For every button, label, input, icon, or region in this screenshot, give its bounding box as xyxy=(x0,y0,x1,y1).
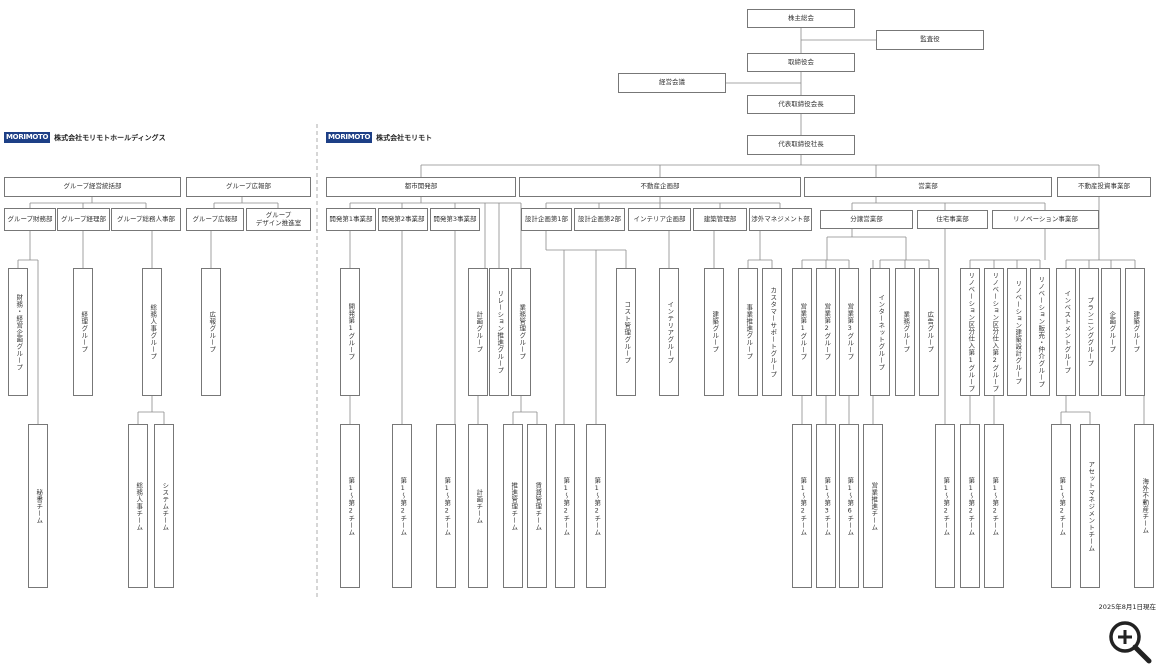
node-accounting-group: 経理グループ xyxy=(73,268,93,396)
node-sales3-teams: 第1～第6チーム xyxy=(839,424,859,588)
node-investment-group: インベストメントグループ xyxy=(1056,268,1076,396)
zoom-in-button[interactable] xyxy=(1106,618,1154,666)
zoom-in-icon xyxy=(1109,621,1152,664)
node-sales2-teams: 第1～第3チーム xyxy=(816,424,836,588)
node-building-group: 建築グループ xyxy=(704,268,724,396)
node-group-accounting-dept: グループ経理部 xyxy=(57,208,110,231)
node-president: 代表取締役社長 xyxy=(747,135,855,155)
node-design-planning2-dept: 設計企画第2部 xyxy=(574,208,625,231)
node-condo-sales-dept: 分譲営業部 xyxy=(820,210,913,229)
node-lease-management-team: 賃貸管理チーム xyxy=(527,424,547,588)
node-ga-hr-group: 総務人事グループ xyxy=(142,268,162,396)
node-renovation1-teams: 第1～第2チーム xyxy=(960,424,980,588)
as-of-date: 2025年8月1日現在 xyxy=(1098,603,1156,611)
node-renovation-purchase1-group: リノベーション区分仕入第1グループ xyxy=(960,268,980,396)
node-interior-planning-dept: インテリア企画部 xyxy=(628,208,691,231)
node-dev1-dept: 開発第1事業部 xyxy=(326,208,376,231)
node-planning-group: 計画グループ xyxy=(468,268,488,396)
node-real-estate-planning-division: 不動産企画部 xyxy=(519,177,801,197)
node-promotion-management-team: 推進管理チーム xyxy=(503,424,523,588)
node-group-pr-division: グループ広報部 xyxy=(186,177,311,197)
node-renovation-design-group: リノベーション建築設計グループ xyxy=(1007,268,1027,396)
node-housing-business-dept: 住宅事業部 xyxy=(917,210,988,229)
node-real-estate-investment-division: 不動産投資事業部 xyxy=(1057,177,1151,197)
node-renovation-sales-group: リノベーション販売・仲介グループ xyxy=(1030,268,1050,396)
node-relation-promotion-group: リレーション推進グループ xyxy=(489,268,509,396)
node-business-management-group: 業務管理グループ xyxy=(511,268,531,396)
node-kikaku-group: 企画グループ xyxy=(1101,268,1121,396)
node-cost-management-group: コスト管理グループ xyxy=(616,268,636,396)
node-housing-teams: 第1～第2チーム xyxy=(935,424,955,588)
node-design-planning1-dept: 設計企画第1部 xyxy=(521,208,572,231)
node-renovation-business-dept: リノベーション事業部 xyxy=(992,210,1099,229)
node-planning-team: 計画チーム xyxy=(468,424,488,588)
morimoto-logo-mark: MORIMOTO xyxy=(326,132,373,143)
node-internet-group: インターネットグループ xyxy=(870,268,890,396)
node-operations-group: 業務グループ xyxy=(895,268,915,396)
node-group-pr-dept: グループ広報部 xyxy=(186,208,244,231)
node-board: 取締役会 xyxy=(747,53,855,72)
node-dev2-dept: 開発第2事業部 xyxy=(378,208,428,231)
node-finance-planning-group: 財務・経営企画グループ xyxy=(8,268,28,396)
node-urban-development-division: 都市開発部 xyxy=(326,177,516,197)
node-dev1-teams: 第1～第2チーム xyxy=(340,424,360,588)
node-group-design-office: グループ デザイン推進室 xyxy=(246,208,311,231)
node-sales1-group: 営業第1グループ xyxy=(792,268,812,396)
morimoto-company-name: 株式会社モリモト xyxy=(376,133,433,142)
node-sales1-teams: 第1～第2チーム xyxy=(792,424,812,588)
node-design2-teams: 第1～第2チーム xyxy=(586,424,606,588)
node-planning-design-group: プランニンググループ xyxy=(1079,268,1099,396)
node-system-team: システムチーム xyxy=(154,424,174,588)
holdings-company-name: 株式会社モリモトホールディングス xyxy=(54,133,166,142)
node-sales3-group: 営業第3グループ xyxy=(839,268,859,396)
node-dev2-teams: 第1～第2チーム xyxy=(392,424,412,588)
node-overseas-real-estate-team: 海外不動産チーム xyxy=(1134,424,1154,588)
node-shareholders: 株主総会 xyxy=(747,9,855,28)
node-dev1-group: 開発第1グループ xyxy=(340,268,360,396)
node-sales2-group: 営業第2グループ xyxy=(816,268,836,396)
morimoto-logo-mark: MORIMOTO xyxy=(4,132,51,143)
node-chairman: 代表取締役会長 xyxy=(747,95,855,114)
node-management-meeting: 経営会議 xyxy=(618,73,726,93)
node-sales-division: 営業部 xyxy=(804,177,1052,197)
node-external-management-dept: 渉外マネジメント部 xyxy=(749,208,812,231)
node-renovation2-teams: 第1～第2チーム xyxy=(984,424,1004,588)
node-interior-group: インテリアグループ xyxy=(659,268,679,396)
node-design1-teams: 第1～第2チーム xyxy=(555,424,575,588)
morimoto-logo: MORIMOTO 株式会社モリモト xyxy=(326,132,432,143)
node-group-finance-dept: グループ財務部 xyxy=(4,208,56,231)
holdings-logo: MORIMOTO 株式会社モリモトホールディングス xyxy=(4,132,166,143)
node-pr-group: 広報グループ xyxy=(201,268,221,396)
node-advertising-group: 広告グループ xyxy=(919,268,939,396)
node-building-management-dept: 建築管理部 xyxy=(693,208,747,231)
node-sales-promotion-team: 営業推進チーム xyxy=(863,424,883,588)
node-investment-teams: 第1～第2チーム xyxy=(1051,424,1071,588)
node-auditor: 監査役 xyxy=(876,30,984,50)
node-renovation-purchase2-group: リノベーション区分仕入第2グループ xyxy=(984,268,1004,396)
node-group-management-division: グループ経営統括部 xyxy=(4,177,181,197)
node-kenchiku-group: 建築グループ xyxy=(1125,268,1145,396)
node-customer-support-group: カスタマーサポートグループ xyxy=(762,268,782,396)
node-business-promotion-group: 事業推進グループ xyxy=(738,268,758,396)
node-ga-hr-team: 総務人事チーム xyxy=(128,424,148,588)
node-secretary-team: 秘書チーム xyxy=(28,424,48,588)
node-group-ga-hr-dept: グループ総務人事部 xyxy=(111,208,181,231)
node-dev3-dept: 開発第3事業部 xyxy=(430,208,480,231)
node-dev3-teams: 第1～第2チーム xyxy=(436,424,456,588)
node-asset-management-team: アセットマネジメントチーム xyxy=(1080,424,1100,588)
